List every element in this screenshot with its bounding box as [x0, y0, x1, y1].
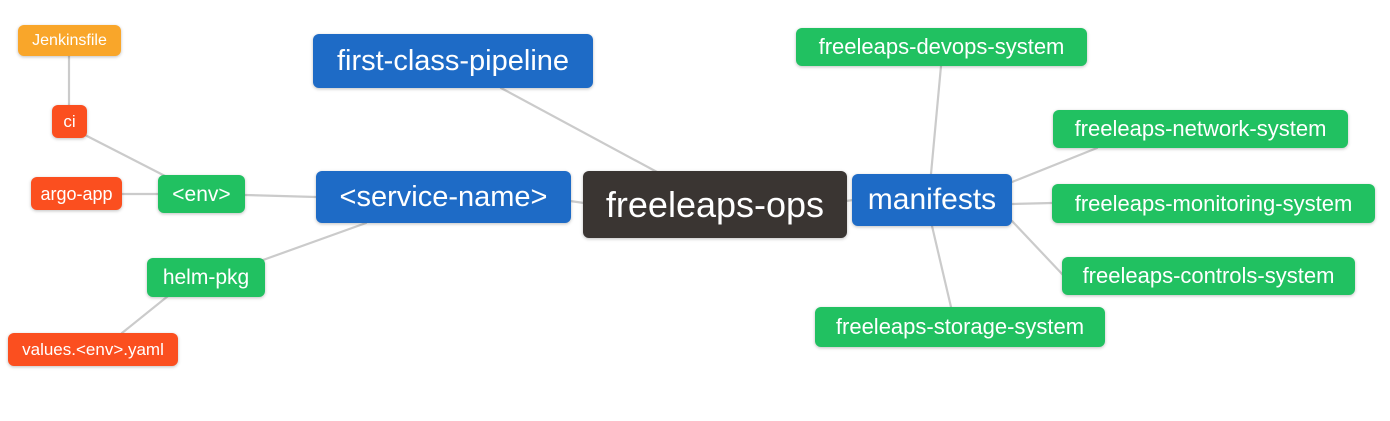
- node-jenkinsfile[interactable]: Jenkinsfile: [18, 25, 121, 56]
- node-argo-app[interactable]: argo-app: [31, 177, 122, 210]
- node-freeleaps-ops[interactable]: freeleaps-ops: [583, 171, 847, 238]
- edge-ci-to-env: [83, 133, 169, 179]
- edge-manifests-to-freeleaps-monitoring-system: [1010, 201, 1054, 206]
- node-freeleaps-storage-system[interactable]: freeleaps-storage-system: [815, 307, 1105, 347]
- node-ci[interactable]: ci: [52, 105, 87, 138]
- edge-manifests-to-freeleaps-network-system: [1010, 146, 1099, 184]
- node-env[interactable]: <env>: [158, 175, 245, 213]
- edge-manifests-to-freeleaps-storage-system: [930, 224, 953, 309]
- edge-manifests-to-freeleaps-devops-system: [929, 64, 943, 176]
- edge-helm-pkg-to-values-env-yaml: [120, 294, 170, 335]
- node-service-name[interactable]: <service-name>: [316, 171, 571, 223]
- edge-freeleaps-ops-to-manifests: [844, 198, 855, 203]
- edge-service-name-to-helm-pkg: [261, 221, 368, 262]
- node-freeleaps-monitoring-system[interactable]: freeleaps-monitoring-system: [1052, 184, 1375, 223]
- edge-service-name-to-freeleaps-ops: [568, 199, 586, 205]
- node-freeleaps-devops-system[interactable]: freeleaps-devops-system: [796, 28, 1087, 66]
- edge-env-to-service-name: [243, 193, 318, 199]
- node-freeleaps-controls-system[interactable]: freeleaps-controls-system: [1062, 257, 1355, 295]
- node-helm-pkg[interactable]: helm-pkg: [147, 258, 265, 297]
- node-values-env-yaml[interactable]: values.<env>.yaml: [8, 333, 178, 366]
- node-first-class-pipeline[interactable]: first-class-pipeline: [313, 34, 593, 88]
- edge-first-class-pipeline-to-freeleaps-ops: [499, 86, 659, 174]
- edge-manifests-to-freeleaps-controls-system: [1010, 219, 1065, 277]
- node-freeleaps-network-system[interactable]: freeleaps-network-system: [1053, 110, 1348, 148]
- node-manifests[interactable]: manifests: [852, 174, 1012, 226]
